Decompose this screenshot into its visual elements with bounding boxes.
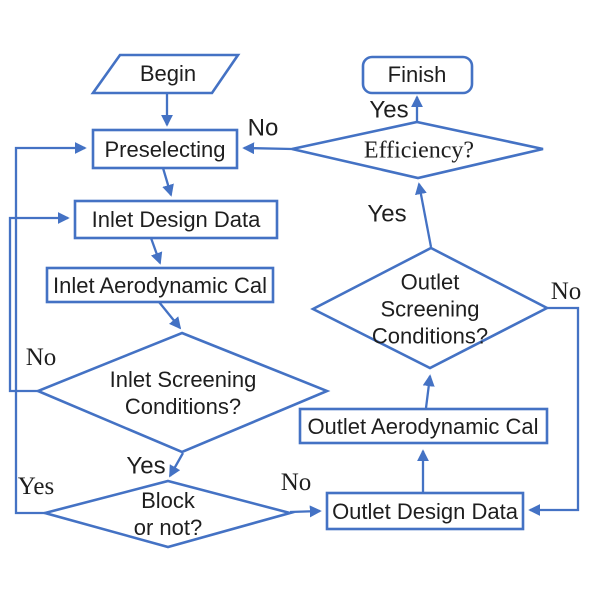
edge-inlet-screening-no-to-inlet-design bbox=[8, 212, 70, 393]
edge-outlet-screening-yes-to-efficiency bbox=[415, 182, 433, 248]
inlet-screening-yes-label: Yes bbox=[126, 452, 166, 480]
inlet-screening-conditions-label: Inlet Screening Conditions? bbox=[110, 366, 257, 420]
edge-efficiency-no-to-preselecting bbox=[242, 142, 293, 155]
inlet-aerodynamic-cal-label: Inlet Aerodynamic Cal bbox=[53, 272, 267, 298]
outlet-screening-conditions-label: Outlet Screening Conditions? bbox=[372, 269, 488, 350]
edge-inlet-aero-to-inlet-screening bbox=[158, 301, 182, 330]
block-yes-label: Yes bbox=[17, 473, 55, 500]
edge-inlet-screening-yes-to-block bbox=[168, 452, 185, 478]
inlet-design-data-label: Inlet Design Data bbox=[91, 206, 261, 232]
node-shapes bbox=[34, 53, 550, 549]
outlet-aerodynamic-cal-label: Outlet Aerodynamic Cal bbox=[307, 413, 539, 439]
outlet-screening-line-2: Screening bbox=[380, 296, 480, 322]
edge-preselecting-to-inlet-design bbox=[161, 167, 174, 197]
outlet-screening-conditions-shape bbox=[310, 246, 550, 370]
finish-label: Finish bbox=[387, 61, 447, 87]
block-or-not-line-2: or not? bbox=[133, 515, 203, 540]
efficiency-shape bbox=[291, 120, 544, 180]
begin-shape bbox=[90, 53, 241, 95]
efficiency-no-label: No bbox=[247, 114, 279, 142]
edge-outlet-aero-to-outlet-screening bbox=[422, 374, 435, 409]
edge-inlet-design-to-inlet-aero bbox=[149, 237, 163, 265]
efficiency-label: Efficiency? bbox=[363, 137, 475, 164]
finish-shape bbox=[361, 55, 474, 95]
connectors bbox=[8, 94, 580, 518]
outlet-screening-line-1: Outlet bbox=[400, 269, 460, 295]
inlet-screening-no-label: No bbox=[25, 344, 57, 371]
outlet-screening-no-label: No bbox=[550, 278, 582, 305]
block-no-label: No bbox=[280, 469, 312, 496]
inlet-design-data-shape bbox=[73, 199, 279, 240]
inlet-screening-line-1: Inlet Screening bbox=[109, 367, 257, 392]
begin-label: Begin bbox=[139, 60, 197, 86]
inlet-screening-line-2: Conditions? bbox=[124, 394, 242, 419]
preselecting-label: Preselecting bbox=[104, 136, 226, 162]
block-or-not-label: Block or not? bbox=[134, 487, 203, 541]
inlet-aerodynamic-cal-shape bbox=[45, 266, 275, 304]
outlet-design-data-shape bbox=[325, 491, 525, 531]
outlet-aerodynamic-cal-shape bbox=[298, 407, 549, 445]
edge-block-no-to-outlet-design bbox=[289, 505, 322, 518]
block-or-not-line-1: Block bbox=[141, 488, 195, 513]
efficiency-yes-label: Yes bbox=[369, 96, 409, 124]
block-or-not-shape bbox=[39, 479, 295, 549]
outlet-screening-line-3: Conditions? bbox=[371, 323, 489, 349]
edge-outlet-screening-no-to-outlet-design bbox=[528, 306, 580, 516]
edge-block-yes-to-preselecting bbox=[14, 142, 87, 515]
inlet-screening-conditions-shape bbox=[34, 331, 331, 454]
outlet-design-data-label: Outlet Design Data bbox=[332, 498, 518, 524]
outlet-screening-yes-label: Yes bbox=[367, 200, 407, 228]
preselecting-shape bbox=[91, 128, 239, 170]
